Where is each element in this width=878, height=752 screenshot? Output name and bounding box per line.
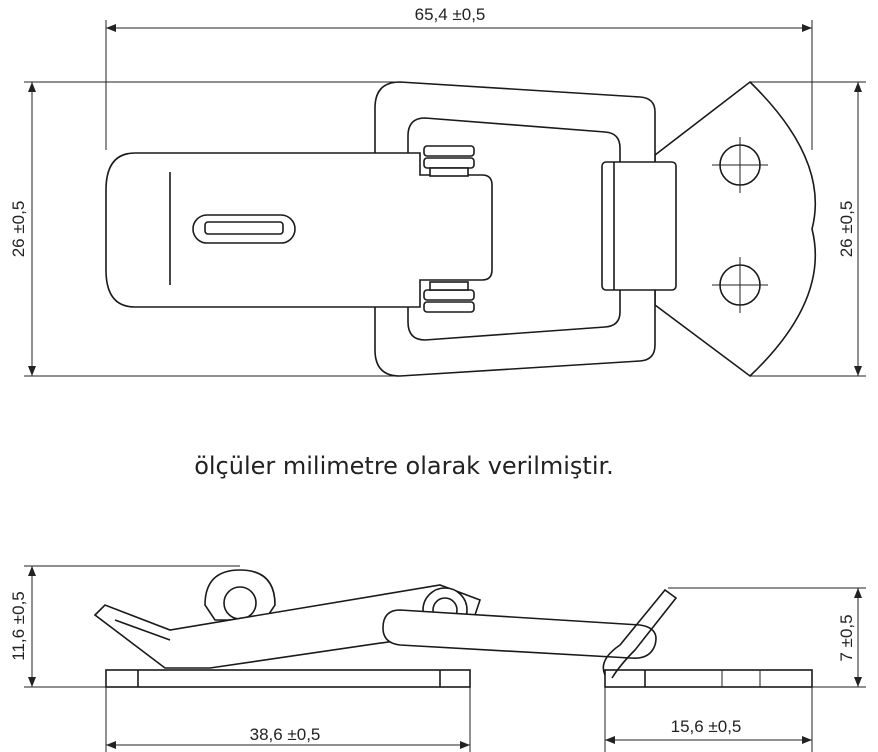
dimension-label: 11,6 ±0,5 [9,591,28,661]
dimension-label: 38,6 ±0,5 [250,725,321,744]
dimension-height-right: 26 ±0,5 [750,81,866,377]
dimension-plate-length: 15,6 ±0,5 [604,687,813,752]
dimension-total-length: 65,4 ±0,5 [105,5,813,150]
latch-top-view [105,80,817,378]
dimension-label: 26 ±0,5 [837,201,856,258]
dimension-label: 65,4 ±0,5 [415,5,486,24]
latch-side-view [93,569,813,688]
units-caption: ölçüler milimetre olarak verilmiştir. [194,452,614,480]
dimension-side-right-height: 7 ±0,5 [668,587,866,688]
dimension-label: 15,6 ±0,5 [671,717,742,736]
dimension-label: 7 ±0,5 [837,614,856,661]
dimension-label: 26 ±0,5 [9,201,28,258]
dimension-height-left: 26 ±0,5 [9,81,400,377]
dimension-side-height: 11,6 ±0,5 [9,565,240,688]
dimension-base-length: 38,6 ±0,5 [105,687,471,752]
